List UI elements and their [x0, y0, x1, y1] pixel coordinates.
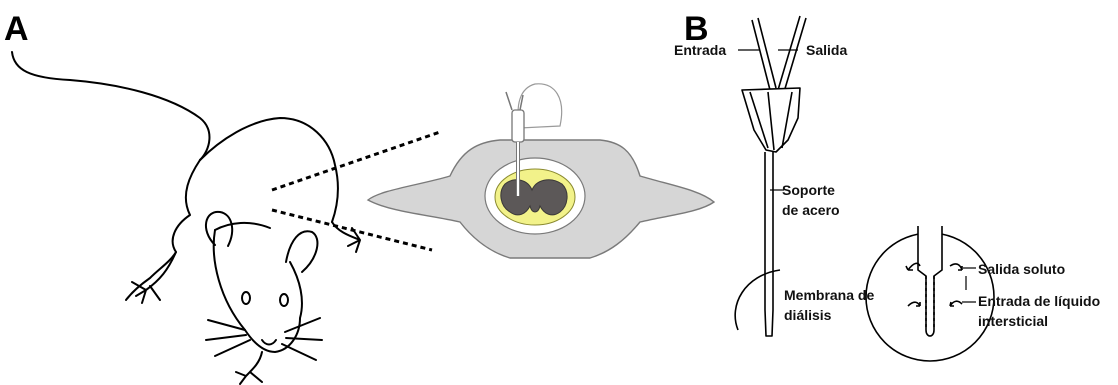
- label-entrada-liquido-line1: Entrada de líquido: [978, 293, 1100, 309]
- panel-a-letter: A: [4, 10, 29, 48]
- label-membrana-line2: diálisis: [784, 307, 832, 323]
- label-entrada: Entrada: [674, 42, 726, 58]
- label-salida: Salida: [806, 42, 847, 58]
- label-entrada-liquido-line2: intersticial: [978, 313, 1048, 329]
- spinous-process: [518, 84, 562, 128]
- label-salida-soluto: Salida soluto: [978, 261, 1065, 277]
- label-soporte-line2: de acero: [782, 202, 840, 218]
- label-soporte-line1: Soporte: [782, 182, 835, 198]
- magnified-tip-detail: [866, 226, 994, 361]
- label-membrana-line1: Membrana de: [784, 287, 874, 303]
- vertebra-cross-section: [368, 84, 714, 258]
